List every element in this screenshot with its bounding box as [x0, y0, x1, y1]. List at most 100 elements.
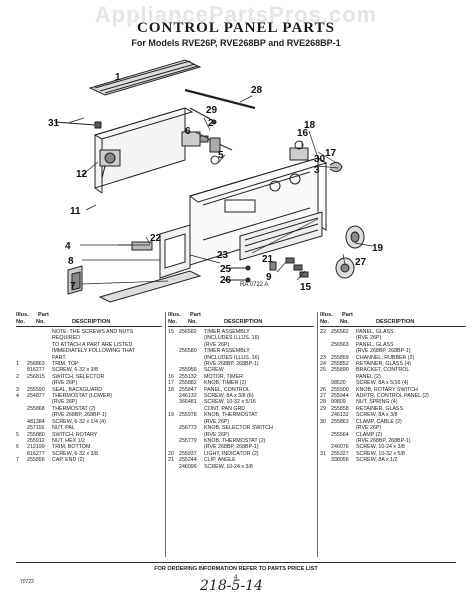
- table-row: (RVE 26P): [168, 432, 314, 438]
- column-divider: [317, 312, 318, 557]
- part-description: SCREW, 6-32 x 1/4 (4): [52, 418, 106, 425]
- part-number: 255858: [331, 405, 349, 412]
- part-description: SCREW, 10-24 x 3/8: [356, 444, 405, 451]
- part-number: 256563: [331, 341, 349, 348]
- panel-adapter-part: [285, 257, 309, 278]
- illus-number: 5: [16, 431, 19, 438]
- part-description: (RVE 26P): [204, 431, 230, 438]
- part-number: 255856: [27, 457, 45, 464]
- cable-clamp-part: [329, 161, 343, 173]
- part-description: (RVE 268BP, 268BP-1): [204, 444, 259, 451]
- part-number: 481384: [27, 418, 45, 425]
- part-description: (RVE 26P): [52, 380, 78, 387]
- part-description: SCREW, 10-24 x 3/8: [204, 463, 253, 470]
- indicator-light-part: [269, 261, 277, 271]
- rotary-switch-part: [209, 137, 221, 165]
- illus-number: 23: [320, 354, 326, 361]
- part-description: CAP, END (2): [52, 457, 85, 464]
- part-description: (RVE 26P): [52, 399, 78, 406]
- part-number: [27, 329, 52, 342]
- part-description: CLAMP, CABLE (2): [356, 418, 402, 425]
- part-description: SCREW, 8A x 3/8: [356, 412, 398, 419]
- part-number: 255956: [179, 367, 197, 374]
- part-number: 256582: [179, 329, 197, 335]
- part-description: SEAL, BACKGUARD: [52, 386, 103, 393]
- part-description: PANEL, CONTROL: [204, 386, 250, 393]
- part-description: NOTE: THE SCREWS AND NUTS REQUIRED: [52, 329, 134, 342]
- table-row: PANEL (2): [320, 374, 466, 380]
- panel-screws-part: [224, 265, 251, 283]
- diagram-code: RA 0722 A: [240, 282, 268, 288]
- footer-divider: [16, 562, 456, 563]
- illus-number: 7: [16, 457, 19, 464]
- part-description: (RVE 268BP, 268BP-1): [204, 361, 259, 368]
- callout-4: 4: [65, 241, 71, 252]
- part-number: 255779: [179, 437, 197, 444]
- part-number: 255880: [27, 431, 45, 438]
- illus-number: 20: [168, 450, 174, 457]
- callout-29: 29: [206, 105, 218, 116]
- watermark: AppliancePartsPros.com: [94, 2, 378, 27]
- part-description: KNOB, THERMOSTAT (2): [204, 437, 266, 444]
- page-number: 4: [234, 575, 238, 581]
- table-row: (RVE 268BP, 268BP-1): [320, 438, 466, 444]
- callout-12: 12: [76, 169, 88, 180]
- table-row: (RVE 26P): [168, 419, 314, 425]
- part-description: (RVE 26P): [356, 425, 382, 432]
- part-description: SCREW, 6-32 x 3/8: [52, 367, 98, 374]
- callout-16: 16: [297, 128, 309, 139]
- part-description: (RVE 26P): [356, 335, 382, 342]
- part-description: THERMOSTAT (LOWER): [52, 393, 113, 400]
- part-number: 99809: [331, 399, 346, 406]
- part-description: CLAMP (2): [356, 431, 383, 438]
- part-number: 255244: [179, 457, 197, 464]
- illus-number: 2: [16, 373, 19, 380]
- part-description: PANEL, GLASS: [356, 329, 394, 335]
- part-description: SWITCH, SELECTOR: [52, 373, 105, 380]
- illus-number: 15: [168, 329, 174, 335]
- table-row: (RVE 26P): [16, 380, 162, 386]
- part-description: (INCLUDES ILLUS. 16): [204, 354, 260, 361]
- callout-17: 17: [325, 148, 337, 159]
- timer-assembly-part: [289, 140, 309, 161]
- thermostat-knob-part: [345, 225, 365, 249]
- callout-18: 18: [304, 120, 316, 131]
- header-part-no: No.: [340, 319, 350, 325]
- table-row: (RVE 268BP, 268BP-1): [168, 361, 314, 367]
- callout-28: 28: [251, 85, 263, 96]
- part-number: 246132: [331, 412, 349, 419]
- part-description: NUT, HEX 1/2: [52, 437, 85, 444]
- page-subtitle: For Models RVE26P, RVE268BP and RVE268BP…: [131, 38, 341, 48]
- part-description: SCREW, 6-32 x 3/8: [52, 450, 98, 457]
- part-number: 255900: [331, 386, 349, 393]
- illus-number: 25: [320, 367, 326, 374]
- table-row: (RVE 26P): [16, 399, 162, 405]
- part-number: 98520: [331, 380, 346, 387]
- part-description: KNOB, THERMOSTAT: [204, 412, 258, 419]
- table-row: (RVE 268BP, 268BP-1): [320, 348, 466, 354]
- part-description: KNOB, SELECTOR SWITCH: [204, 425, 273, 432]
- illus-number: 16: [168, 373, 174, 380]
- part-description: SCREW: [204, 367, 224, 374]
- part-description: NUT, PAL: [52, 425, 75, 432]
- illus-number: 24: [320, 361, 326, 368]
- illus-number: 26: [320, 386, 326, 393]
